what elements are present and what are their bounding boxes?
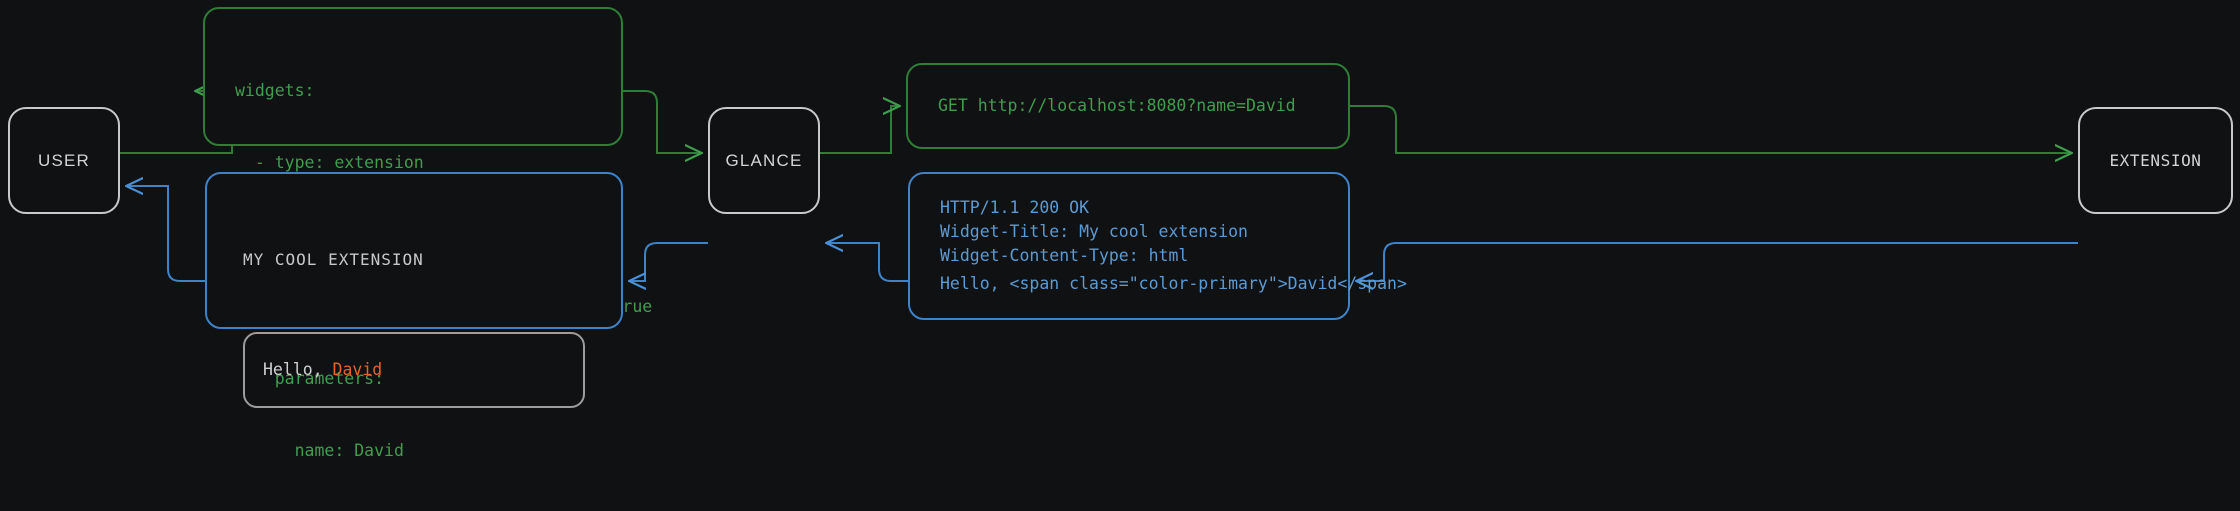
yaml-line: parameters: <box>235 369 385 388</box>
widget-greeting-text: Hello, <box>263 360 333 379</box>
widget-card: Hello, David <box>243 332 585 408</box>
panel-yaml-config: widgets: - type: extension url: http://l… <box>203 7 652 460</box>
http-request-line: GET http://localhost:8080?name=David <box>938 96 1296 115</box>
widget-inner: MY COOL EXTENSION Hello, David <box>207 174 621 408</box>
http-response-line: Widget-Content-Type: html <box>940 246 1189 265</box>
node-glance-label: GLANCE <box>725 150 803 170</box>
panel-http-request: GET http://localhost:8080?name=David <box>906 63 1350 149</box>
wire-response-to-glance <box>827 243 908 282</box>
widget-title: MY COOL EXTENSION <box>243 250 424 269</box>
wire-request-to-extension <box>1350 105 2071 153</box>
wire-widget-to-user <box>127 186 205 282</box>
node-user[interactable]: USER <box>8 107 120 214</box>
widget-greeting-name: David <box>332 360 383 379</box>
diagram-canvas: USER GLANCE EXTENSION widgets: - type: e… <box>8 7 2233 460</box>
wire-extension-to-response <box>1357 242 2078 281</box>
http-response-line: Hello, <span class="color-primary">David… <box>940 274 1407 293</box>
node-user-label: USER <box>37 150 91 170</box>
panel-rendered-widget: MY COOL EXTENSION Hello, David <box>205 172 623 408</box>
yaml-line: - type: extension <box>235 153 424 172</box>
yaml-line: name: David <box>235 441 404 460</box>
wire-glance-to-request <box>820 106 899 154</box>
node-glance[interactable]: GLANCE <box>708 107 820 214</box>
http-response-line: HTTP/1.1 200 OK <box>940 198 1090 217</box>
wire-glance-to-widget <box>630 242 708 281</box>
node-extension[interactable]: EXTENSION <box>2078 107 2233 214</box>
http-response-line: Widget-Title: My cool extension <box>940 222 1248 241</box>
node-extension-label: EXTENSION <box>2109 151 2202 170</box>
panel-http-response: HTTP/1.1 200 OK Widget-Title: My cool ex… <box>908 172 1407 320</box>
wire-yaml-to-glance <box>623 90 701 153</box>
yaml-line: widgets: <box>235 81 315 100</box>
